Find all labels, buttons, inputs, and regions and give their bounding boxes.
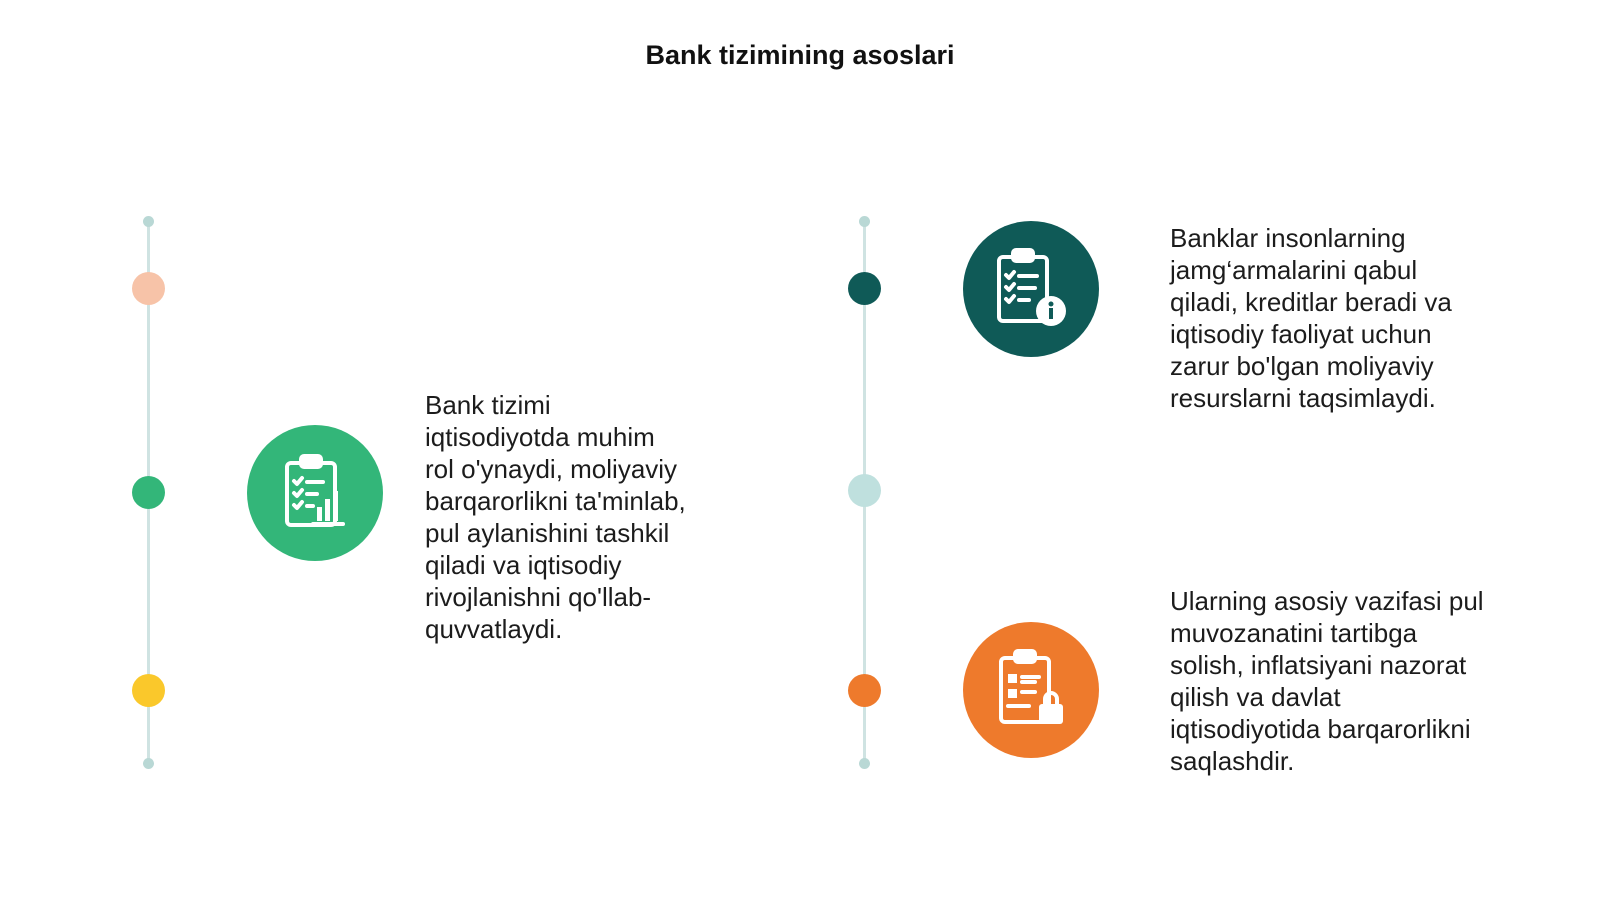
timeline-endcap-bottom-right bbox=[859, 758, 870, 769]
clipboard-chart-icon bbox=[247, 425, 383, 561]
item-2-text: Banklar insonlarning jamg‘armalarini qab… bbox=[1170, 223, 1452, 413]
timeline-endcap-top-left bbox=[143, 216, 154, 227]
clipboard-info-icon bbox=[963, 221, 1099, 357]
timeline-dot-orange bbox=[848, 674, 881, 707]
timeline-dot-teal bbox=[848, 272, 881, 305]
timeline-dot-green bbox=[132, 476, 165, 509]
timeline-endcap-top-right bbox=[859, 216, 870, 227]
timeline-dot-peach bbox=[132, 272, 165, 305]
item-1-text: Bank tizimi iqtisodiyotda muhim rol o'yn… bbox=[425, 390, 686, 644]
timeline-endcap-bottom-left bbox=[143, 758, 154, 769]
page-title: Bank tizimining asoslari bbox=[645, 40, 955, 70]
timeline-dot-mint bbox=[848, 474, 881, 507]
timeline-dot-yellow bbox=[132, 674, 165, 707]
item-3-text: Ularning asosiy vazifasi pul muvozanatin… bbox=[1170, 586, 1484, 776]
clipboard-lock-icon bbox=[963, 622, 1099, 758]
